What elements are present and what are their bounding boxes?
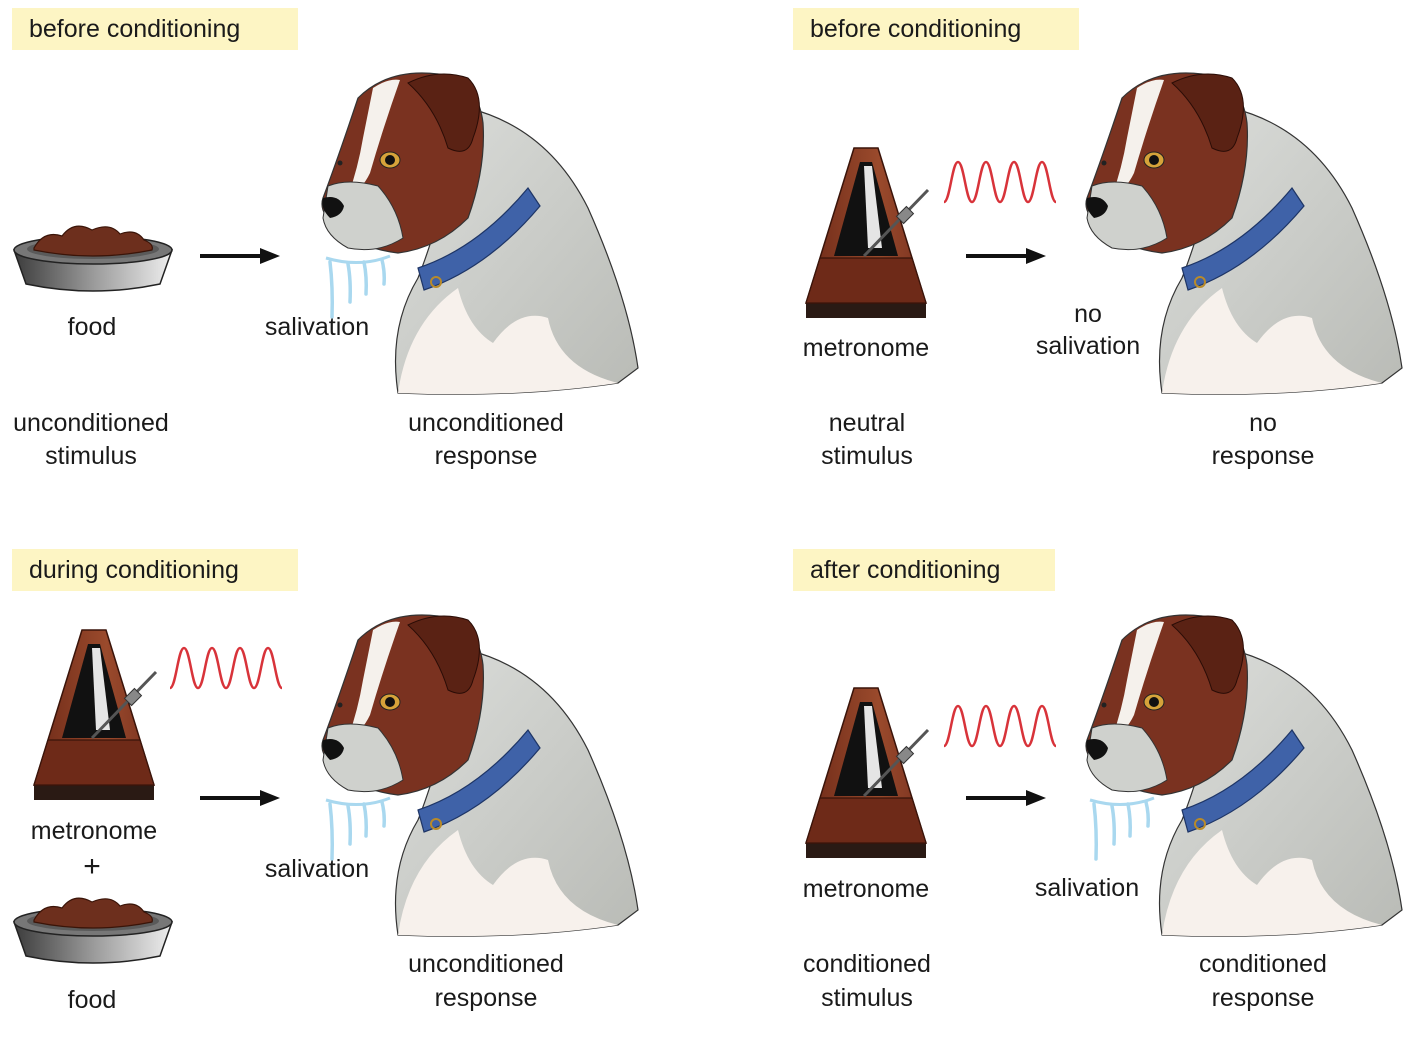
dog-icon <box>321 72 639 396</box>
stimulus-label-metronome: metronome <box>30 817 158 845</box>
food-bowl-icon <box>13 225 173 292</box>
response-label-salivation: salivation <box>1034 874 1140 902</box>
drool-icon <box>324 254 392 319</box>
stimulus-type-line-2: stimulus <box>821 442 913 470</box>
response-label-line-2: salivation <box>1035 332 1141 360</box>
metronome-icon <box>804 146 930 320</box>
arrow-icon <box>198 246 282 266</box>
plus-sign: + <box>83 850 101 883</box>
stimulus-type-line-2: stimulus <box>45 442 137 470</box>
response-label-line-1: no <box>1074 300 1102 328</box>
response-type-line-2: response <box>1211 442 1315 470</box>
stimulus-type-line-1: unconditioned <box>13 409 169 437</box>
phase-tag-bottom-right: after conditioning <box>793 549 1055 591</box>
response-type-line-2: response <box>1211 984 1315 1012</box>
arrow-icon <box>964 788 1048 808</box>
sound-wave-icon <box>942 160 1058 204</box>
stimulus-type-line-1: conditioned <box>803 950 931 978</box>
stimulus-type-line-1: neutral <box>828 409 906 437</box>
stimulus-label-food: food <box>67 313 117 341</box>
response-label-salivation: salivation <box>264 313 370 341</box>
drool-icon <box>1088 796 1156 861</box>
phase-tag-top-right: before conditioning <box>793 8 1079 50</box>
response-type-line-1: no <box>1249 409 1277 437</box>
arrow-icon <box>964 246 1048 266</box>
sound-wave-icon <box>942 704 1058 748</box>
response-type-line-2: response <box>434 442 538 470</box>
dog-icon <box>321 614 639 938</box>
metronome-icon <box>804 686 930 860</box>
stimulus-label-food: food <box>67 986 117 1014</box>
response-type-line-1: conditioned <box>1199 950 1327 978</box>
metronome-icon <box>32 628 158 802</box>
sound-wave-icon <box>168 646 284 690</box>
stimulus-type-line-2: stimulus <box>821 984 913 1012</box>
response-type-line-1: unconditioned <box>408 950 564 978</box>
arrow-icon <box>198 788 282 808</box>
response-type-line-1: unconditioned <box>408 409 564 437</box>
food-bowl-icon <box>13 897 173 964</box>
phase-tag-top-left: before conditioning <box>12 8 298 50</box>
response-type-line-2: response <box>434 984 538 1012</box>
drool-icon <box>324 796 392 861</box>
response-label-salivation: salivation <box>264 855 370 883</box>
stimulus-label-metronome: metronome <box>802 334 930 362</box>
stimulus-label-metronome: metronome <box>802 875 930 903</box>
phase-tag-bottom-left: during conditioning <box>12 549 298 591</box>
